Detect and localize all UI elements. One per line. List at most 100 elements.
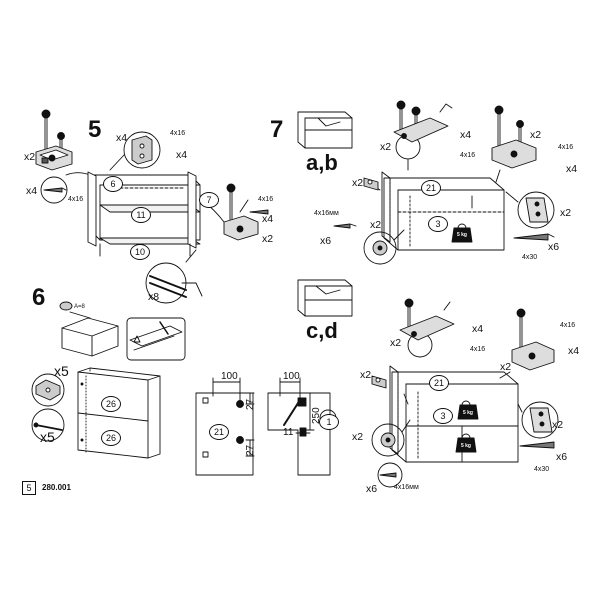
step7-cd-spec-long-screw: 4x30: [534, 466, 550, 473]
step5-qty-hinge-left: x2: [24, 151, 36, 163]
step5-screw-callout-left: [40, 172, 93, 204]
step7-cd-spec-cam-screw: 4x16мм: [394, 484, 419, 491]
step7-ab-right-hinge: [491, 105, 537, 169]
step6-small-note: A=8: [74, 304, 85, 310]
step5-rod-callout: [145, 249, 203, 304]
step5-bracket-callout: [109, 131, 161, 171]
step7-cd-qty-plate: x2: [552, 419, 564, 431]
dimension-side-view: [267, 377, 337, 476]
step5-hinge-left: [35, 109, 73, 171]
step7-cd-right-hinge: [511, 308, 555, 371]
step7-cd-qty-dowel: x2: [352, 431, 364, 443]
step7-cd-qty-right-hinge: x2: [500, 361, 512, 373]
dim-front-panel: 21: [209, 424, 229, 440]
step-6-label: 6: [32, 284, 46, 311]
dimension-front-view: [195, 377, 255, 476]
step7-cd-qty-hinge: x2: [390, 337, 402, 349]
step5-drawing: [35, 109, 269, 304]
step7-ab-carcass: [367, 169, 505, 251]
step7-cd-part-back: 3: [433, 408, 453, 424]
step7-cd-qty-cam-screw: x6: [366, 483, 378, 495]
step7-ab-dowel-callout: [363, 229, 405, 265]
step7-ab-part-top: 21: [421, 180, 441, 196]
step6-qty-brackets: x5: [54, 363, 69, 379]
step6-part-door-bottom: 26: [101, 430, 121, 446]
dim-front-gap-bottom: 27: [245, 444, 256, 456]
dim-front-gap-top: 27: [245, 398, 256, 410]
step7-cd-spec-hinge-screw: 4x16: [470, 346, 486, 353]
dim-side-ref: 1: [319, 414, 339, 430]
step7-cd-part-top: 21: [429, 375, 449, 391]
step7-ab-spec-hinge-screw: 4x16: [460, 152, 476, 159]
step5-spec-screw-right: 4x16: [258, 196, 274, 203]
step6-doors: [77, 367, 161, 459]
dim-side-offset: 11: [283, 427, 294, 438]
step7-cd-long-screw: [519, 441, 555, 449]
step5-qty-bracket: x4: [116, 132, 128, 144]
step7-cd-drawing: [297, 279, 559, 488]
step7-cd-qty-cam: x2: [360, 369, 372, 381]
step5-qty-hinge-right: x2: [262, 233, 274, 245]
step6-detail-box: [126, 317, 186, 361]
step7-cd-qty-right-screw: x4: [568, 345, 580, 357]
step7-ab-hinge: [393, 100, 453, 171]
step7-ab-screw-callout: [333, 223, 357, 229]
step5-hinge-right: [199, 183, 259, 241]
step7-ab-qty-right-hinge: x2: [530, 129, 542, 141]
step7-variant-ab: a,b: [306, 150, 338, 175]
step7-cd-hinge: [399, 298, 455, 358]
step5-spec-screw-left: 4x16: [68, 196, 84, 203]
step7-ab-cam: [363, 177, 379, 191]
step7-cd-icon: [297, 279, 353, 317]
step6-qty-nails: x5: [40, 429, 55, 445]
step-5-label: 5: [88, 116, 102, 143]
step7-ab-icon: [297, 111, 353, 149]
step7-cd-weight-left: 5 kg: [462, 410, 473, 416]
step7-ab-qty-cam-screw: x6: [320, 235, 332, 247]
step7-ab-spec-cam-screw: 4x16мм: [314, 210, 339, 217]
step7-ab-qty-cam: x2: [352, 177, 364, 189]
step7-ab-spec-right-screw: 4x16: [558, 144, 574, 151]
step5-part-shelf-top: 11: [131, 207, 151, 223]
step7-cd-spec-right-screw: 4x16: [560, 322, 576, 329]
step7-cd-carcass: [389, 365, 519, 463]
step6-nail-callout: [31, 408, 65, 442]
dim-front-width: 100: [221, 371, 238, 382]
step7-ab-plate-callout: [505, 191, 555, 229]
step6-drawing: [31, 301, 186, 459]
step7-ab-part-back: 3: [428, 216, 448, 232]
step7-cd-plate-callout: [517, 401, 559, 439]
step7-ab-qty-right-screw: x4: [566, 163, 578, 175]
step7-ab-qty-long-screw: x6: [548, 241, 560, 253]
step7-cd-screw-callout: [377, 462, 403, 488]
step5-part-side-left: 6: [103, 176, 123, 192]
step7-cd-cam: [371, 375, 387, 389]
step7-ab-qty-hinge: x2: [380, 141, 392, 153]
step-7-label: 7: [270, 116, 284, 143]
step5-qty-rod: x8: [148, 291, 160, 303]
step7-variant-cd: c,d: [306, 318, 338, 343]
step7-ab-spec-long-screw: 4x30: [522, 254, 538, 261]
step5-qty-screw-right: x4: [262, 213, 274, 225]
step7-ab-weight: 5 kg: [456, 232, 467, 238]
step7-cd-qty-hinge-screw: x4: [472, 323, 484, 335]
step7-ab-qty-plate: x2: [560, 207, 572, 219]
step6-part-door-top: 26: [101, 396, 121, 412]
step5-part-shelf-bottom: 10: [130, 244, 150, 260]
step6-box: [59, 301, 119, 357]
step7-cd-qty-long-screw: x6: [556, 451, 568, 463]
dim-side-width: 100: [283, 371, 300, 382]
step5-spec-bracket-screw: 4x16: [170, 130, 186, 137]
step7-ab-qty-hinge-screw: x4: [460, 129, 472, 141]
step7-ab-qty-dowel: x2: [370, 219, 382, 231]
step5-qty-screw-left: x4: [26, 185, 38, 197]
document-code: 280.001: [42, 483, 71, 492]
step7-ab-long-screw: [513, 233, 555, 241]
step5-screw-callout-right: [249, 209, 269, 215]
step6-bracket-callout: [31, 373, 65, 407]
step5-part-side-right: 7: [199, 192, 219, 208]
step5-qty-bracket-screw: x4: [176, 149, 188, 161]
step7-cd-dowel-callout: [371, 419, 411, 457]
page-number-box: 5: [22, 481, 36, 495]
